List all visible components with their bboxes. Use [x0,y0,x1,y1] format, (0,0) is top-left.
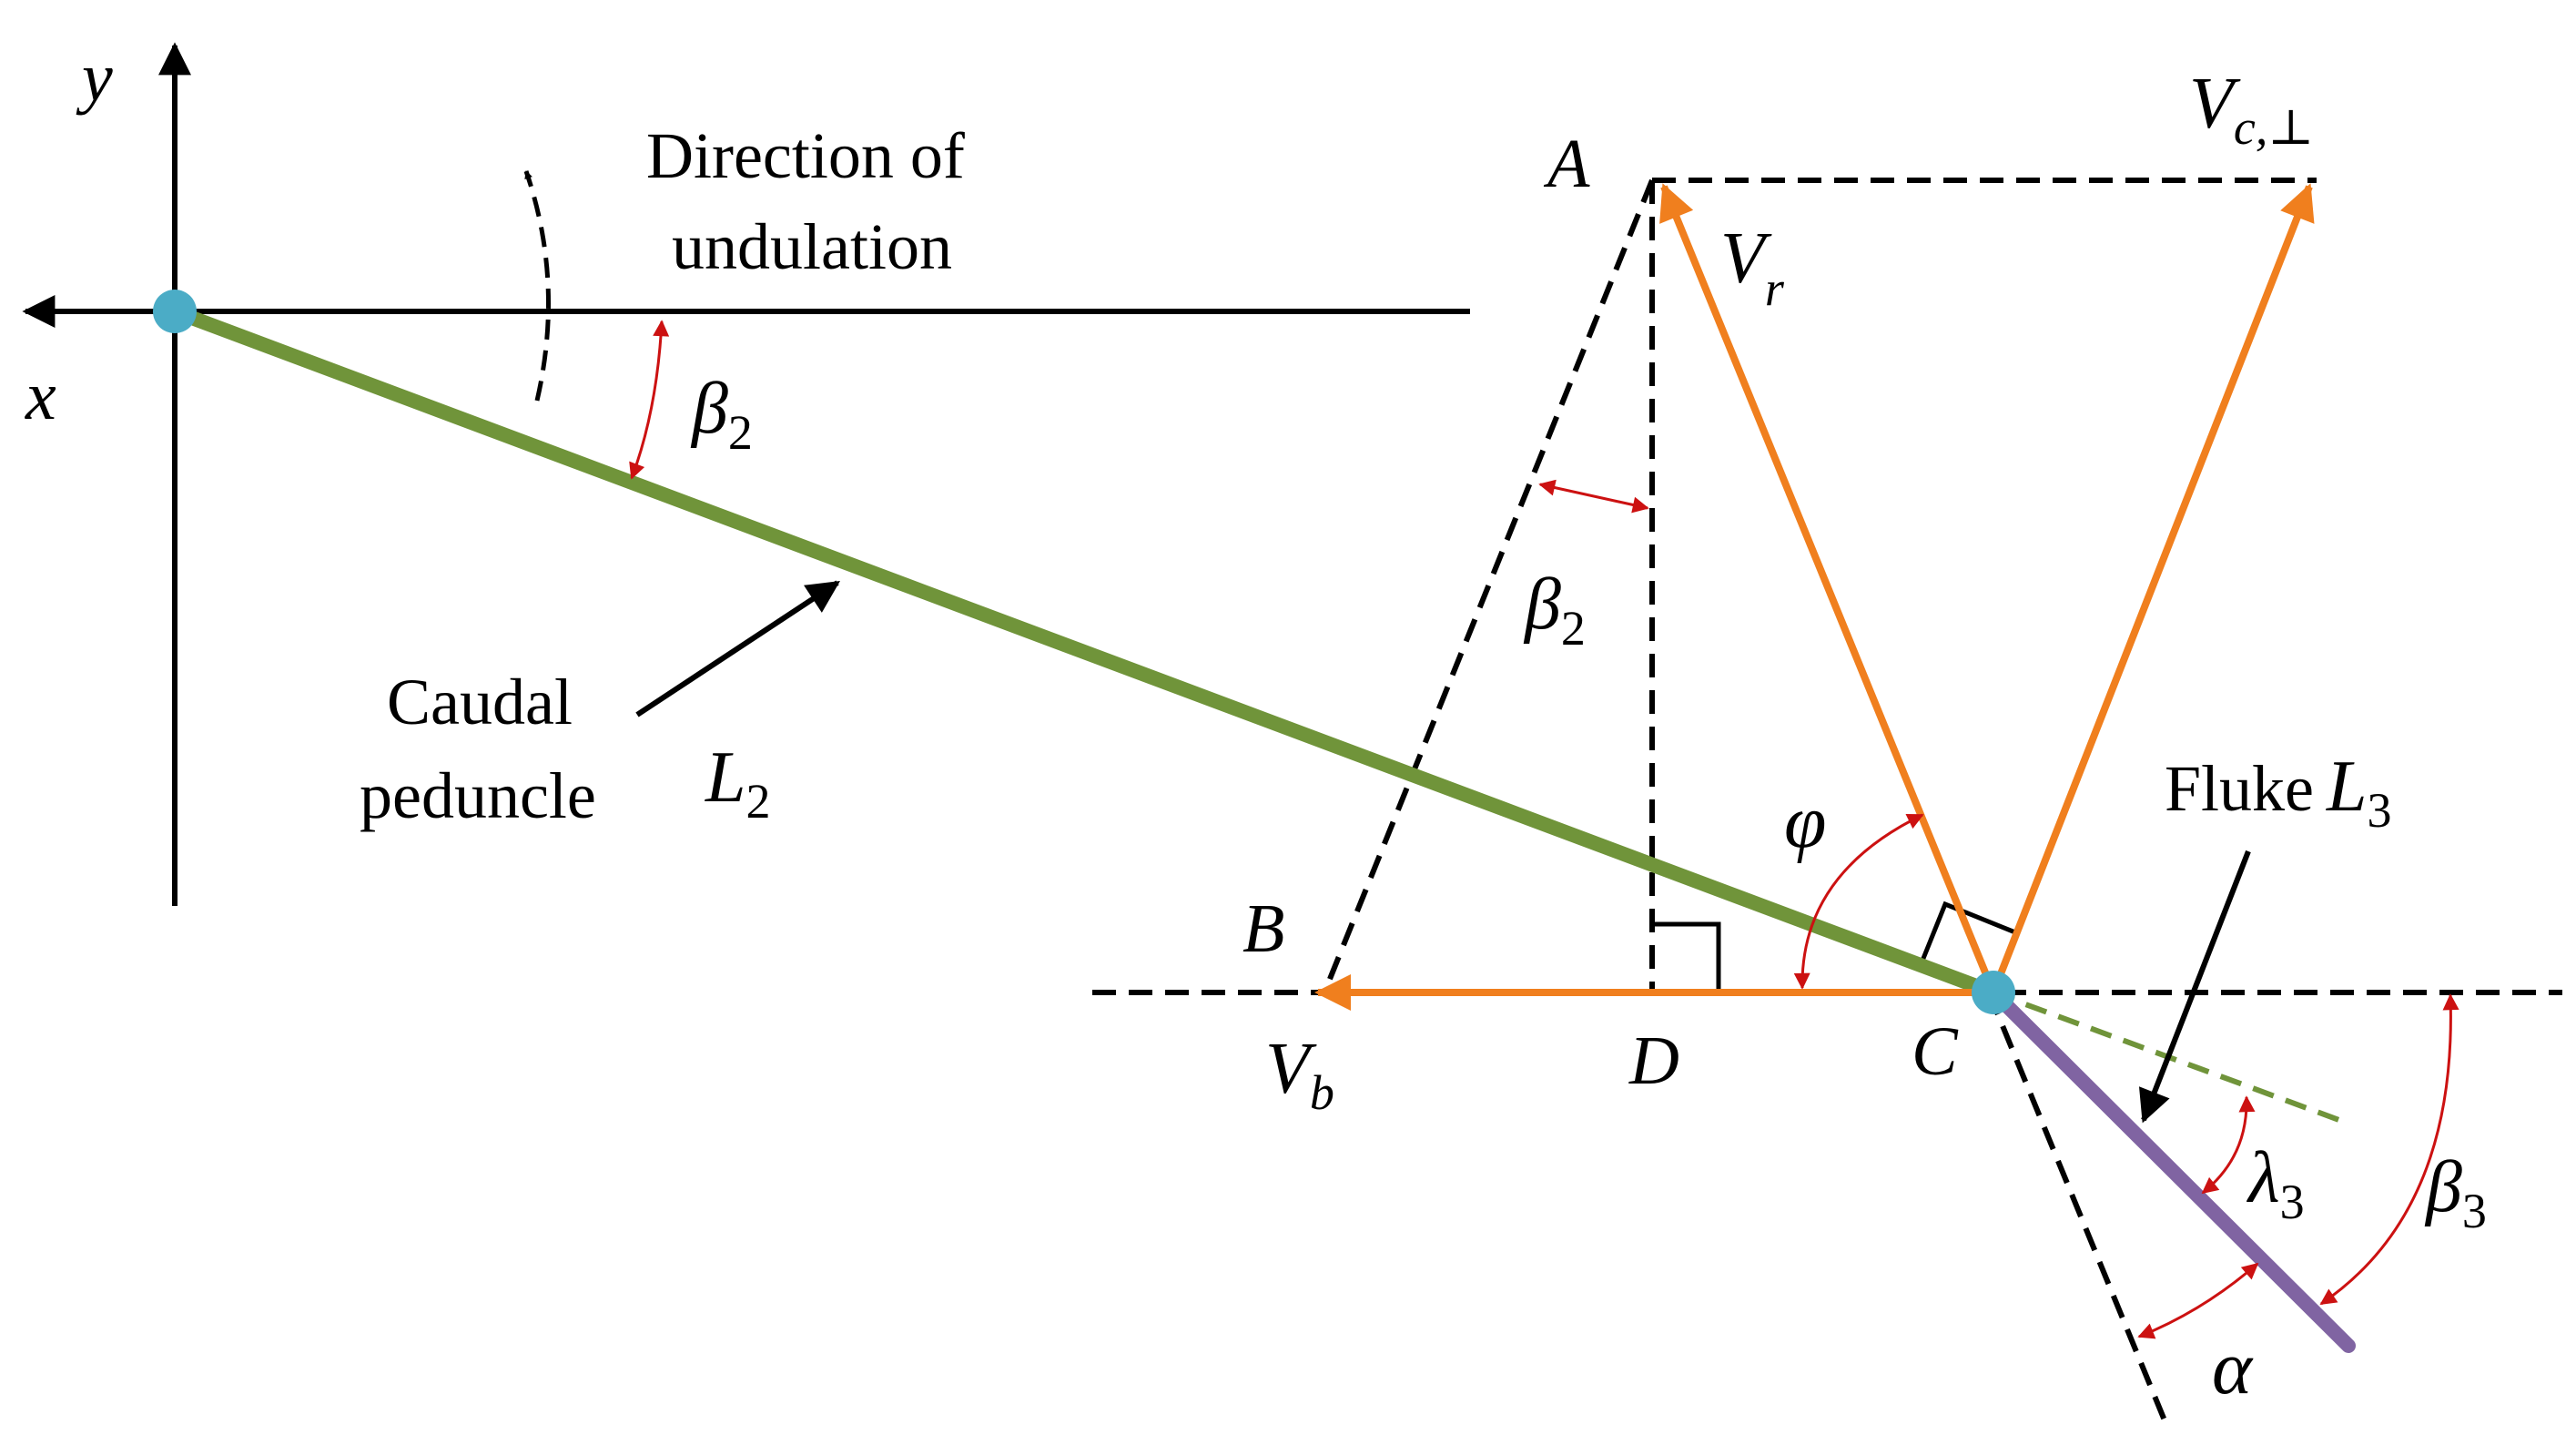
caudal-label-line1: Caudal [387,666,573,738]
angle-arcs [629,320,2459,1339]
labels: y x Direction of undulation β2 Caudal pe… [25,39,2487,1410]
joint-C [1972,971,2015,1014]
coordinate-axes [22,42,1470,906]
undulation-direction-arrow [523,170,551,402]
vector-Vc-perp [1990,183,2315,994]
point-A-label: A [1543,126,1590,202]
direction-of-undulation-line2: undulation [672,210,952,283]
axis-x-label: x [25,358,56,434]
angle-arc-lambda3 [2201,1095,2256,1195]
point-D-label: D [1628,1023,1679,1099]
fluke-pointer [2138,850,2251,1124]
right-angle-mark-C [1918,901,2016,966]
vector-Vr [1659,183,1997,994]
beta3-label: β3 [2424,1147,2487,1238]
point-B-label: B [1242,890,1284,967]
direction-of-undulation-line1: Direction of [646,119,965,192]
lambda3-label: λ3 [2246,1138,2305,1229]
angle-arc-alpha [2137,1262,2259,1339]
fluke-segment [1991,990,2356,1353]
beta2-left-label: β2 [690,369,753,460]
line-C-extension [1986,991,2167,1422]
caudal-peduncle-pointer [635,580,841,717]
point-C-label: C [1912,1013,1959,1090]
line-AB [1322,178,1655,994]
angle-arc-beta2-left [629,320,670,480]
Vb-label: Vb [1265,1029,1334,1120]
caudal-peduncle-segment [167,304,2001,1000]
Vr-label: Vr [1720,219,1785,316]
velocity-vectors [1314,183,2315,1011]
angle-arc-phi [1793,813,1924,990]
Vc-perp-label: Vc,⊥ [2189,64,2314,155]
caudal-label-line2: peduncle [360,759,596,832]
right-angle-mark-D [1652,921,1721,992]
angle-arc-beta3 [2319,993,2459,1306]
beta2-mid-label: β2 [1523,565,1586,656]
alpha-label: α [2212,1326,2254,1410]
L2-label: L2 [705,738,771,829]
angle-arc-beta2-mid [1538,479,1649,514]
axis-y-label: y [76,39,113,116]
phi-label: φ [1784,779,1826,864]
joint-origin [153,290,197,333]
